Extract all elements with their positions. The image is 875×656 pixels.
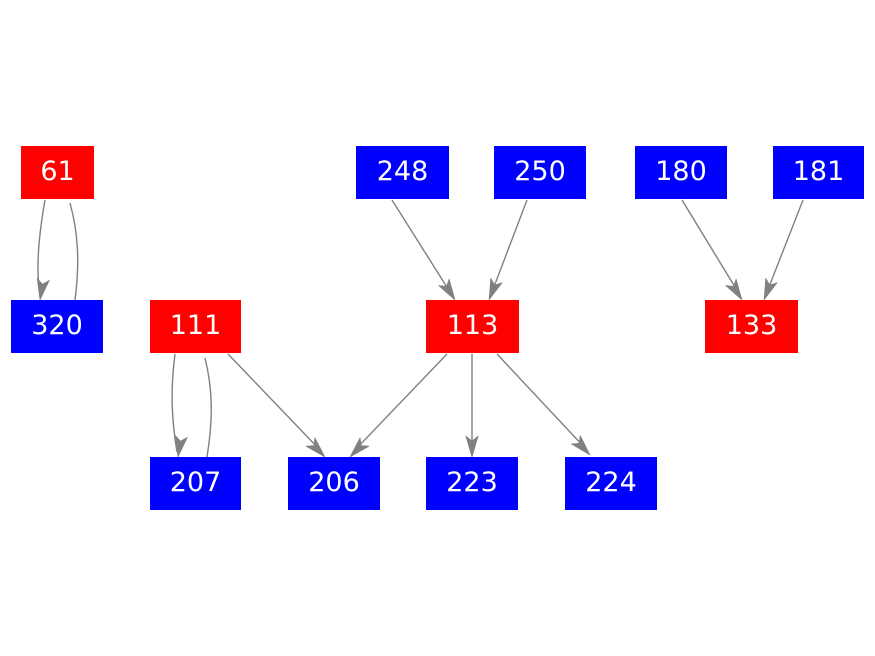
node-label: 113 (446, 310, 499, 341)
node-label: 207 (169, 467, 222, 498)
graph-edge-61-to-320 (36, 199, 50, 301)
graph-node-133[interactable]: 133 (705, 300, 798, 353)
node-label: 133 (725, 310, 778, 341)
node-label: 181 (792, 156, 845, 187)
graph-node-223[interactable]: 223 (426, 457, 518, 510)
node-label: 224 (585, 467, 637, 498)
graph-edge-111-to-207 (171, 353, 188, 458)
graph-edge-113-to-206 (349, 353, 448, 458)
graph-node-113[interactable]: 113 (426, 300, 519, 353)
graph-node-248[interactable]: 248 (356, 146, 449, 199)
graph-node-180[interactable]: 180 (635, 146, 727, 199)
graph-node-181[interactable]: 181 (773, 146, 864, 199)
node-label: 250 (514, 156, 566, 187)
node-label: 320 (31, 310, 83, 341)
graph-edge-181-to-133 (763, 199, 804, 301)
node-label: 61 (40, 156, 75, 187)
node-label: 111 (169, 310, 222, 341)
node-label: 248 (376, 156, 429, 187)
node-label: 180 (655, 156, 707, 187)
graph-edge-180-to-133 (681, 199, 743, 301)
graph-edge-248-to-113 (391, 199, 456, 301)
graph-node-206[interactable]: 206 (288, 457, 380, 510)
graph-edge-250-to-113 (488, 199, 528, 301)
graph-node-250[interactable]: 250 (494, 146, 586, 199)
graph-node-61[interactable]: 61 (21, 146, 94, 199)
graph-edge-111-to-206 (227, 353, 326, 458)
graph-edge-113-to-223 (465, 354, 479, 458)
node-label: 223 (446, 467, 498, 498)
graph-edge-113-to-224 (496, 353, 591, 456)
graph-node-207[interactable]: 207 (150, 457, 241, 510)
graph-node-111[interactable]: 111 (150, 300, 241, 353)
node-label: 206 (308, 467, 360, 498)
graph-node-320[interactable]: 320 (11, 300, 103, 353)
graph-node-224[interactable]: 224 (565, 457, 657, 510)
